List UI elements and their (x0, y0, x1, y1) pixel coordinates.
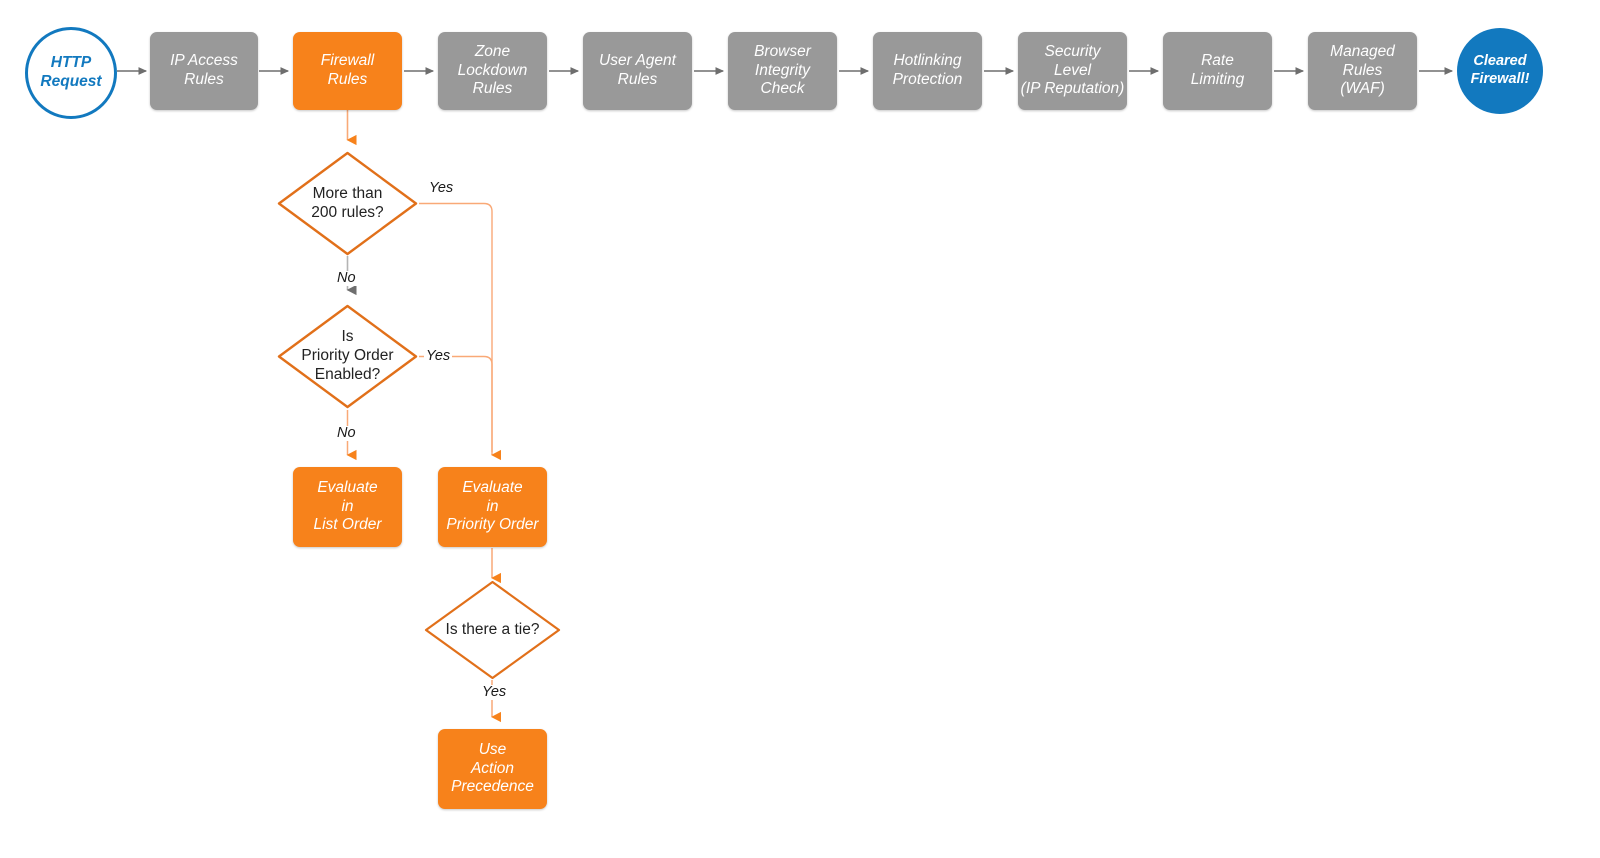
node-evaluate-in-list-order[interactable]: Evaluate in List Order (293, 467, 402, 547)
node-label: Evaluate in List Order (313, 478, 382, 534)
edge-label-more-than-200-no: No (335, 270, 358, 286)
node-label: HTTP Request (40, 54, 102, 90)
node-browser-integrity-check[interactable]: Browser Integrity Check (728, 32, 837, 110)
node-firewall-rules[interactable]: Firewall Rules (293, 32, 402, 110)
edge-more-than-200-yes (419, 202, 501, 461)
decision-more-than-200-rules[interactable]: More than 200 rules? (277, 151, 418, 256)
node-label: IP Access Rules (170, 52, 238, 88)
diamond-shape (424, 580, 561, 680)
node-user-agent-rules[interactable]: User Agent Rules (583, 32, 692, 110)
node-label: Firewall Rules (320, 52, 375, 88)
diamond-shape (277, 304, 418, 409)
edge-label-more-than-200-yes: Yes (427, 180, 456, 196)
node-http-request[interactable]: HTTP Request (25, 27, 117, 119)
node-label: Managed Rules (WAF) (1330, 42, 1395, 98)
decision-label: Is there a tie? (445, 620, 540, 638)
node-label: Hotlinking Protection (892, 52, 963, 88)
decision-is-priority-order-enabled[interactable]: Is Priority Order Enabled? (277, 304, 418, 409)
node-ip-access-rules[interactable]: IP Access Rules (150, 32, 258, 110)
node-hotlinking-protection[interactable]: Hotlinking Protection (873, 32, 982, 110)
node-security-level[interactable]: Security Level (IP Reputation) (1018, 32, 1127, 110)
node-rate-limiting[interactable]: Rate Limiting (1163, 32, 1272, 110)
node-cleared-firewall[interactable]: Cleared Firewall! (1457, 28, 1543, 114)
node-use-action-precedence[interactable]: Use Action Precedence (438, 729, 547, 809)
node-managed-rules-waf[interactable]: Managed Rules (WAF) (1308, 32, 1417, 110)
edge-label-tie-yes: Yes (480, 684, 509, 700)
node-zone-lockdown-rules[interactable]: Zone Lockdown Rules (438, 32, 547, 110)
node-label: Rate Limiting (1190, 52, 1245, 88)
node-label: Evaluate in Priority Order (446, 478, 539, 534)
decision-is-there-a-tie[interactable]: Is there a tie? (424, 580, 561, 680)
node-label: Cleared Firewall! (1470, 53, 1530, 87)
node-label: Browser Integrity Check (754, 42, 811, 98)
node-label: User Agent Rules (599, 52, 676, 88)
node-label: Use Action Precedence (451, 740, 534, 796)
node-label: Zone Lockdown Rules (457, 42, 528, 98)
edge-label-priority-order-yes: Yes (424, 348, 453, 364)
node-label: Security Level (IP Reputation) (1020, 42, 1125, 98)
edge-label-priority-order-no: No (335, 425, 358, 441)
decision-label: Is Priority Order Enabled? (301, 328, 394, 383)
node-evaluate-in-priority-order[interactable]: Evaluate in Priority Order (438, 467, 547, 547)
decision-label: More than 200 rules? (311, 184, 384, 221)
edge-priority-order-yes (419, 355, 493, 452)
diamond-shape (277, 151, 418, 256)
